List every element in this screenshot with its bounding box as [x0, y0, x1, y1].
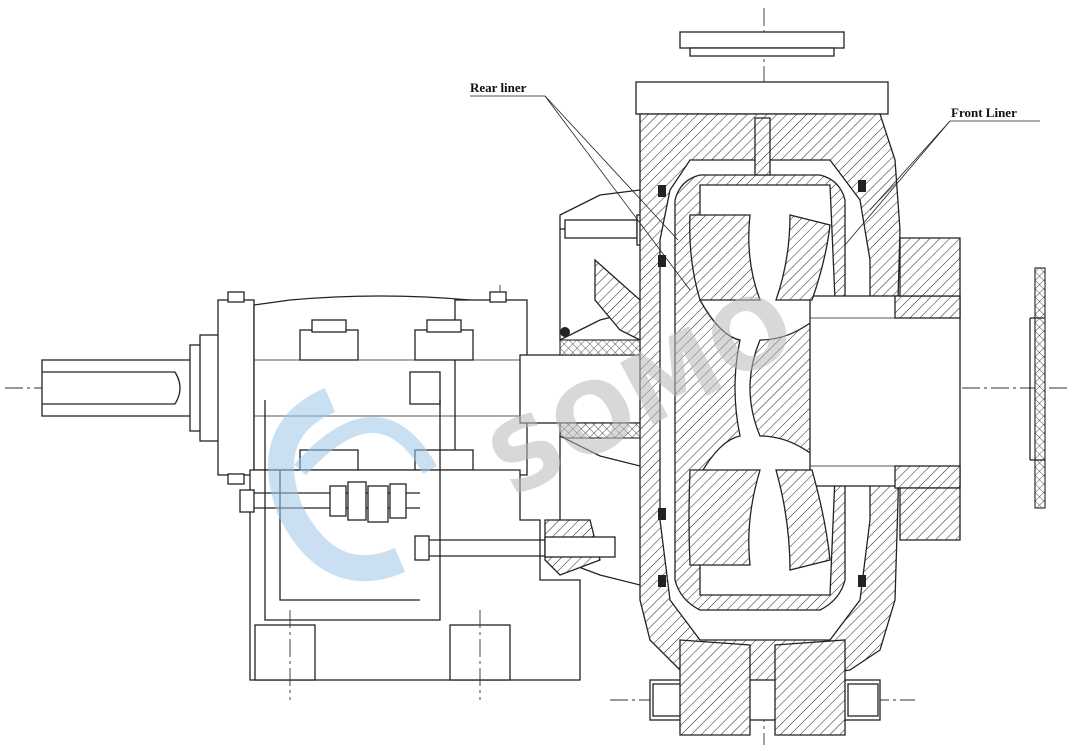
bearing-assembly	[217, 291, 528, 485]
front-liner-label: Front Liner	[951, 105, 1017, 120]
suction-flange	[1029, 267, 1046, 509]
pump-frame-base	[249, 400, 581, 700]
rear-liner-label: Rear liner	[470, 80, 527, 95]
o-ring-seals	[560, 180, 866, 587]
drive-shaft	[41, 334, 221, 442]
impeller	[688, 214, 831, 571]
watermark-logo	[268, 388, 437, 582]
front-liner-leader	[844, 120, 1040, 246]
rear-liner-leader	[470, 95, 691, 291]
